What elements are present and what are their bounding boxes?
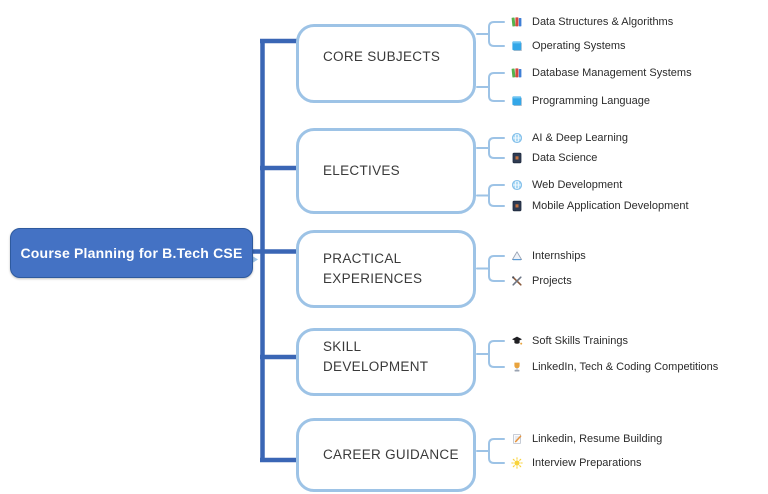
leaf-item[interactable]: Projects: [511, 272, 572, 290]
tools-icon: [511, 275, 523, 287]
leaf-item[interactable]: LinkedIn, Tech & Coding Competitions: [511, 358, 718, 376]
globe-icon: [511, 132, 523, 144]
leaf-label: Linkedin, Resume Building: [532, 433, 663, 445]
resume-pencil-icon: [511, 433, 523, 445]
leaf-label: Database Management Systems: [532, 67, 692, 79]
leaf-item[interactable]: Database Management Systems: [511, 64, 692, 82]
branch-label: SKILL DEVELOPMENT: [323, 338, 429, 374]
leaf-item[interactable]: Web Development: [511, 176, 622, 194]
leaf-label: Data Structures & Algorithms: [532, 16, 674, 28]
leaf-item[interactable]: Programming Language: [511, 92, 650, 110]
leaf-item[interactable]: Internships: [511, 247, 586, 265]
branch-label: CORE SUBJECTS: [323, 49, 441, 65]
leaf-item[interactable]: Data Structures & Algorithms: [511, 13, 673, 31]
globe-icon: [511, 179, 523, 191]
leaf-label: Interview Preparations: [532, 457, 642, 469]
books-icon: [511, 16, 523, 28]
leaf-label: Internships: [532, 250, 586, 262]
leaf-item[interactable]: Interview Preparations: [511, 454, 641, 472]
branch-label: ELECTIVES: [323, 162, 400, 178]
leaf-label: Mobile Application Development: [532, 200, 689, 212]
leaf-label: Soft Skills Trainings: [532, 335, 628, 347]
branch-label: PRACTICAL EXPERIENCES: [323, 250, 423, 286]
leaf-item[interactable]: Mobile Application Development: [511, 197, 689, 215]
branch-core-subjects[interactable]: CORE SUBJECTS: [296, 24, 476, 103]
books-icon: [511, 67, 523, 79]
funnel-icon: [511, 250, 523, 262]
leaf-item[interactable]: Operating Systems: [511, 37, 626, 55]
dark-book-icon: [511, 200, 523, 212]
leaf-label: LinkedIn, Tech & Coding Competitions: [532, 361, 719, 373]
leaf-item[interactable]: Data Science: [511, 149, 597, 167]
leaf-item[interactable]: Soft Skills Trainings: [511, 332, 628, 350]
leaf-label: Data Science: [532, 152, 598, 164]
branch-label: CAREER GUIDANCE: [323, 446, 459, 462]
trophy-icon: [511, 361, 523, 373]
leaf-label: Programming Language: [532, 95, 651, 107]
branch-career-guidance[interactable]: CAREER GUIDANCE: [296, 418, 476, 492]
leaf-label: Projects: [532, 275, 572, 287]
bulb-glow-icon: [511, 457, 523, 469]
leaf-item[interactable]: Linkedin, Resume Building: [511, 430, 662, 448]
branch-skill-development[interactable]: SKILL DEVELOPMENT: [296, 328, 476, 396]
branch-electives[interactable]: ELECTIVES: [296, 128, 476, 214]
leaf-item[interactable]: AI & Deep Learning: [511, 129, 628, 147]
blue-book-icon: [511, 95, 523, 107]
leaf-label: Web Development: [532, 179, 623, 191]
graduation-cap-icon: [511, 335, 523, 347]
dark-book-icon: [511, 152, 523, 164]
branch-practical-experiences[interactable]: PRACTICAL EXPERIENCES: [296, 230, 476, 308]
leaf-label: AI & Deep Learning: [532, 132, 629, 144]
leaf-label: Operating Systems: [532, 40, 626, 52]
blue-book-icon: [511, 40, 523, 52]
root-node[interactable]: Course Planning for B.Tech CSE: [10, 228, 253, 278]
